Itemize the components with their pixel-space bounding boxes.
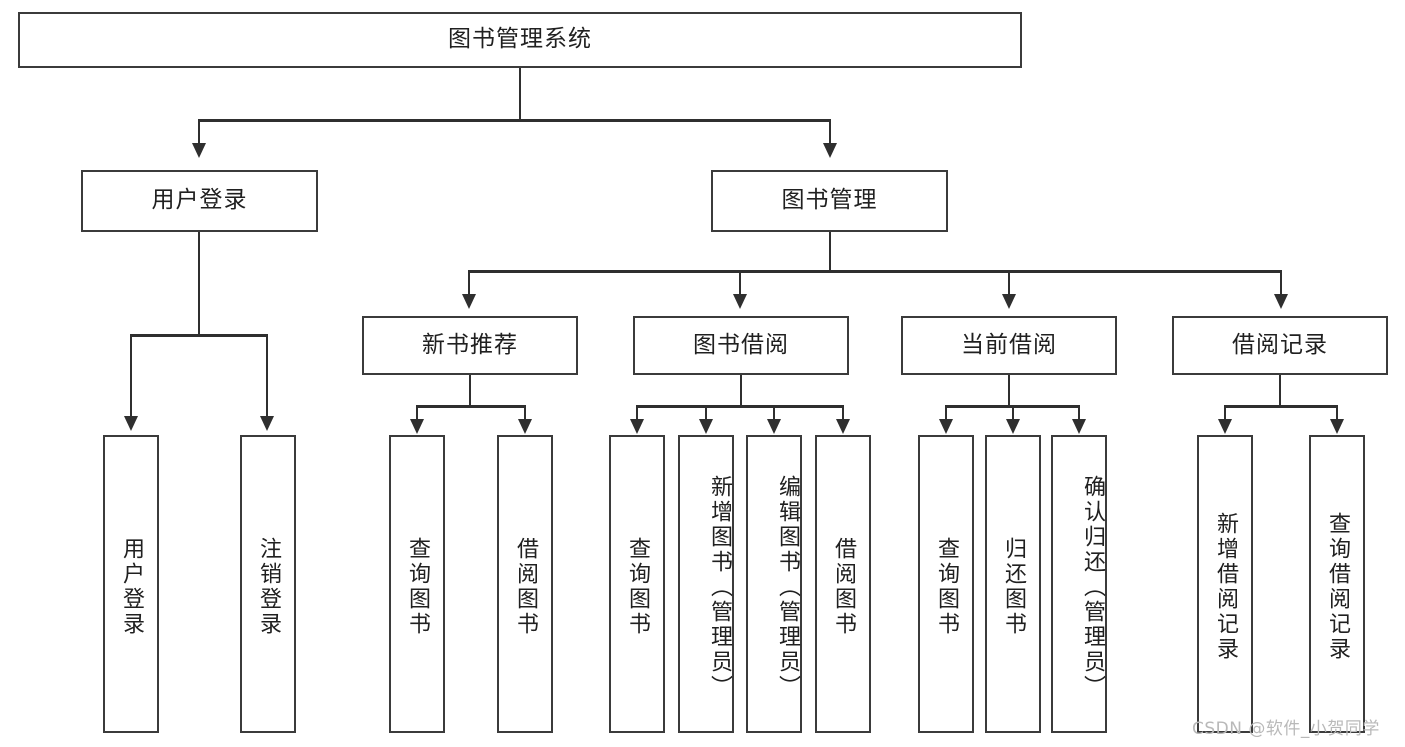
node-book-borrow[interactable]: 图书借阅 (633, 316, 849, 375)
arrow-grpB-leaf-4 (836, 419, 850, 434)
arrow-to-user-login (192, 143, 206, 158)
connector-grpA-bus (416, 405, 526, 408)
connector-user-login-stem (198, 232, 200, 336)
connector-bm-leg-4 (1280, 270, 1282, 296)
leaf-query-book-recommend[interactable]: 查询图书 (389, 435, 445, 733)
leaf-logout[interactable]: 注销登录 (240, 435, 296, 733)
arrow-grpA-leaf-1 (410, 419, 424, 434)
connector-user-login-leg-2 (266, 334, 268, 418)
node-new-book-recommend[interactable]: 新书推荐 (362, 316, 578, 375)
connector-user-login-bus (130, 334, 268, 337)
connector-grpC-stem (1008, 375, 1010, 407)
arrow-to-current-borrow (1002, 294, 1016, 309)
leaf-user-login[interactable]: 用户登录 (103, 435, 159, 733)
leaf-return-book[interactable]: 归还图书 (985, 435, 1041, 733)
leaf-add-borrow-record[interactable]: 新增借阅记录 (1197, 435, 1253, 733)
connector-root-stem (519, 68, 521, 120)
leaf-query-book-current[interactable]: 查询图书 (918, 435, 974, 733)
connector-bm-leg-3 (1008, 270, 1010, 296)
csdn-watermark: CSDN @软件_小贺同学 (1192, 719, 1380, 739)
arrow-grpB-leaf-1 (630, 419, 644, 434)
leaf-query-borrow-record[interactable]: 查询借阅记录 (1309, 435, 1365, 733)
node-root-book-management-system[interactable]: 图书管理系统 (18, 12, 1022, 68)
arrow-grpC-leaf-2 (1006, 419, 1020, 434)
connector-grpA-leg-1 (416, 405, 418, 421)
connector-grpB-leg-1 (636, 405, 638, 421)
connector-grpD-stem (1279, 375, 1281, 407)
connector-root-bus (198, 119, 831, 122)
arrow-grpD-leaf-2 (1330, 419, 1344, 434)
connector-grpA-stem (469, 375, 471, 407)
connector-grpB-bus (636, 405, 844, 408)
leaf-borrow-book-borrow[interactable]: 借阅图书 (815, 435, 871, 733)
connector-grpA-leg-2 (524, 405, 526, 421)
connector-grpD-bus (1224, 405, 1338, 408)
arrow-grpC-leaf-1 (939, 419, 953, 434)
connector-grpC-leg-3 (1078, 405, 1080, 421)
arrow-to-book-borrow (733, 294, 747, 309)
connector-book-management-stem (829, 232, 831, 272)
leaf-add-book-admin[interactable]: 新增图书（管理员） (678, 435, 734, 733)
arrow-to-leaf-user-login (124, 416, 138, 431)
connector-book-management-bus (468, 270, 1282, 273)
connector-user-login-leg-1 (130, 334, 132, 418)
connector-grpC-leg-2 (1012, 405, 1014, 421)
connector-bm-leg-1 (468, 270, 470, 296)
connector-grpB-leg-2 (705, 405, 707, 421)
connector-grpC-leg-1 (945, 405, 947, 421)
leaf-query-book-borrow[interactable]: 查询图书 (609, 435, 665, 733)
arrow-to-new-book-recommend (462, 294, 476, 309)
arrow-to-leaf-logout (260, 416, 274, 431)
node-borrow-record[interactable]: 借阅记录 (1172, 316, 1388, 375)
node-book-management[interactable]: 图书管理 (711, 170, 948, 232)
arrow-grpB-leaf-3 (767, 419, 781, 434)
connector-grpB-leg-3 (773, 405, 775, 421)
node-user-login[interactable]: 用户登录 (81, 170, 318, 232)
connector-grpD-leg-2 (1336, 405, 1338, 421)
leaf-borrow-book-recommend[interactable]: 借阅图书 (497, 435, 553, 733)
node-current-borrow[interactable]: 当前借阅 (901, 316, 1117, 375)
connector-root-leg-right (829, 119, 831, 145)
connector-root-leg-left (198, 119, 200, 145)
connector-grpB-leg-4 (842, 405, 844, 421)
connector-bm-leg-2 (739, 270, 741, 296)
arrow-grpB-leaf-2 (699, 419, 713, 434)
connector-grpD-leg-1 (1224, 405, 1226, 421)
arrow-grpD-leaf-1 (1218, 419, 1232, 434)
arrow-to-borrow-record (1274, 294, 1288, 309)
connector-grpB-stem (740, 375, 742, 407)
leaf-edit-book-admin[interactable]: 编辑图书（管理员） (746, 435, 802, 733)
arrow-grpC-leaf-3 (1072, 419, 1086, 434)
leaf-confirm-return-admin[interactable]: 确认归还（管理员） (1051, 435, 1107, 733)
arrow-grpA-leaf-2 (518, 419, 532, 434)
arrow-to-book-management (823, 143, 837, 158)
